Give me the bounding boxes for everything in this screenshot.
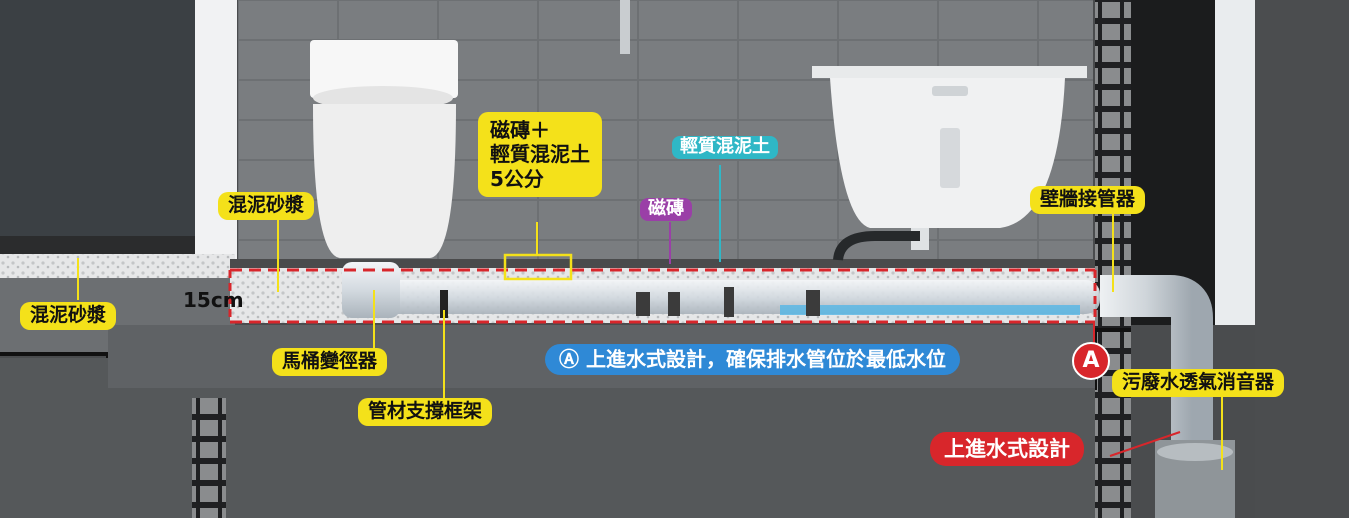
pipe-support-1 [440,290,448,318]
label-tile: 磁磚 [640,198,692,221]
vent-silencer-top [1157,443,1233,461]
label-upward-design-note: Ⓐ 上進水式設計，確保排水管位於最低水位 [545,344,960,375]
label-tile-plus-concrete: 磁磚＋ 輕質混泥土 5公分 [478,112,602,198]
leader-upward-design [1109,431,1181,457]
sink-rim [812,66,1087,78]
pipe-support-5 [806,290,820,316]
drain-water [780,305,1080,315]
left-mortar-strip [0,254,235,278]
label-upward-design: 上進水式設計 [930,432,1084,467]
label-tile-plus-concrete-line3: 5公分 [490,166,544,191]
left-floor-edge [0,236,195,254]
sink-front-slot [940,128,960,188]
sink-overflow [932,86,968,96]
chase-wall-panel [1215,0,1255,325]
label-mortar-top: 混泥砂漿 [218,192,315,220]
left-room-wall [0,0,195,240]
label-thickness: 15cm [183,288,244,312]
faucet-pipe [620,0,630,54]
label-pipe-support-frame: 管材支撐框架 [358,398,493,426]
tile-layer [230,259,1095,268]
pipe-support-4 [724,287,734,317]
label-tile-plus-concrete-line2: 輕質混泥土 [490,142,590,167]
toilet-tank [310,40,458,98]
label-lightweight-concrete: 輕質混泥土 [672,136,778,159]
marker-a: A [1072,342,1110,380]
pipe-support-3 [668,292,680,316]
label-vent-silencer: 污廢水透氣消音器 [1112,369,1285,397]
lower-brick-column [192,398,226,518]
exterior-wall [1255,0,1349,518]
pipe-support-2 [636,292,650,316]
vertical-drain-pipe [1100,275,1213,448]
label-wall-connector: 壁牆接管器 [1030,186,1146,214]
label-tile-plus-concrete-line1: 磁磚＋ [490,118,550,142]
toilet-reducer-fitting [342,262,400,318]
toilet-bowl [313,104,456,258]
label-toilet-reducer: 馬桶變徑器 [272,348,388,376]
label-mortar-left: 混泥砂漿 [20,302,117,330]
sink-hose [833,231,920,261]
left-partition-wall [195,0,237,270]
